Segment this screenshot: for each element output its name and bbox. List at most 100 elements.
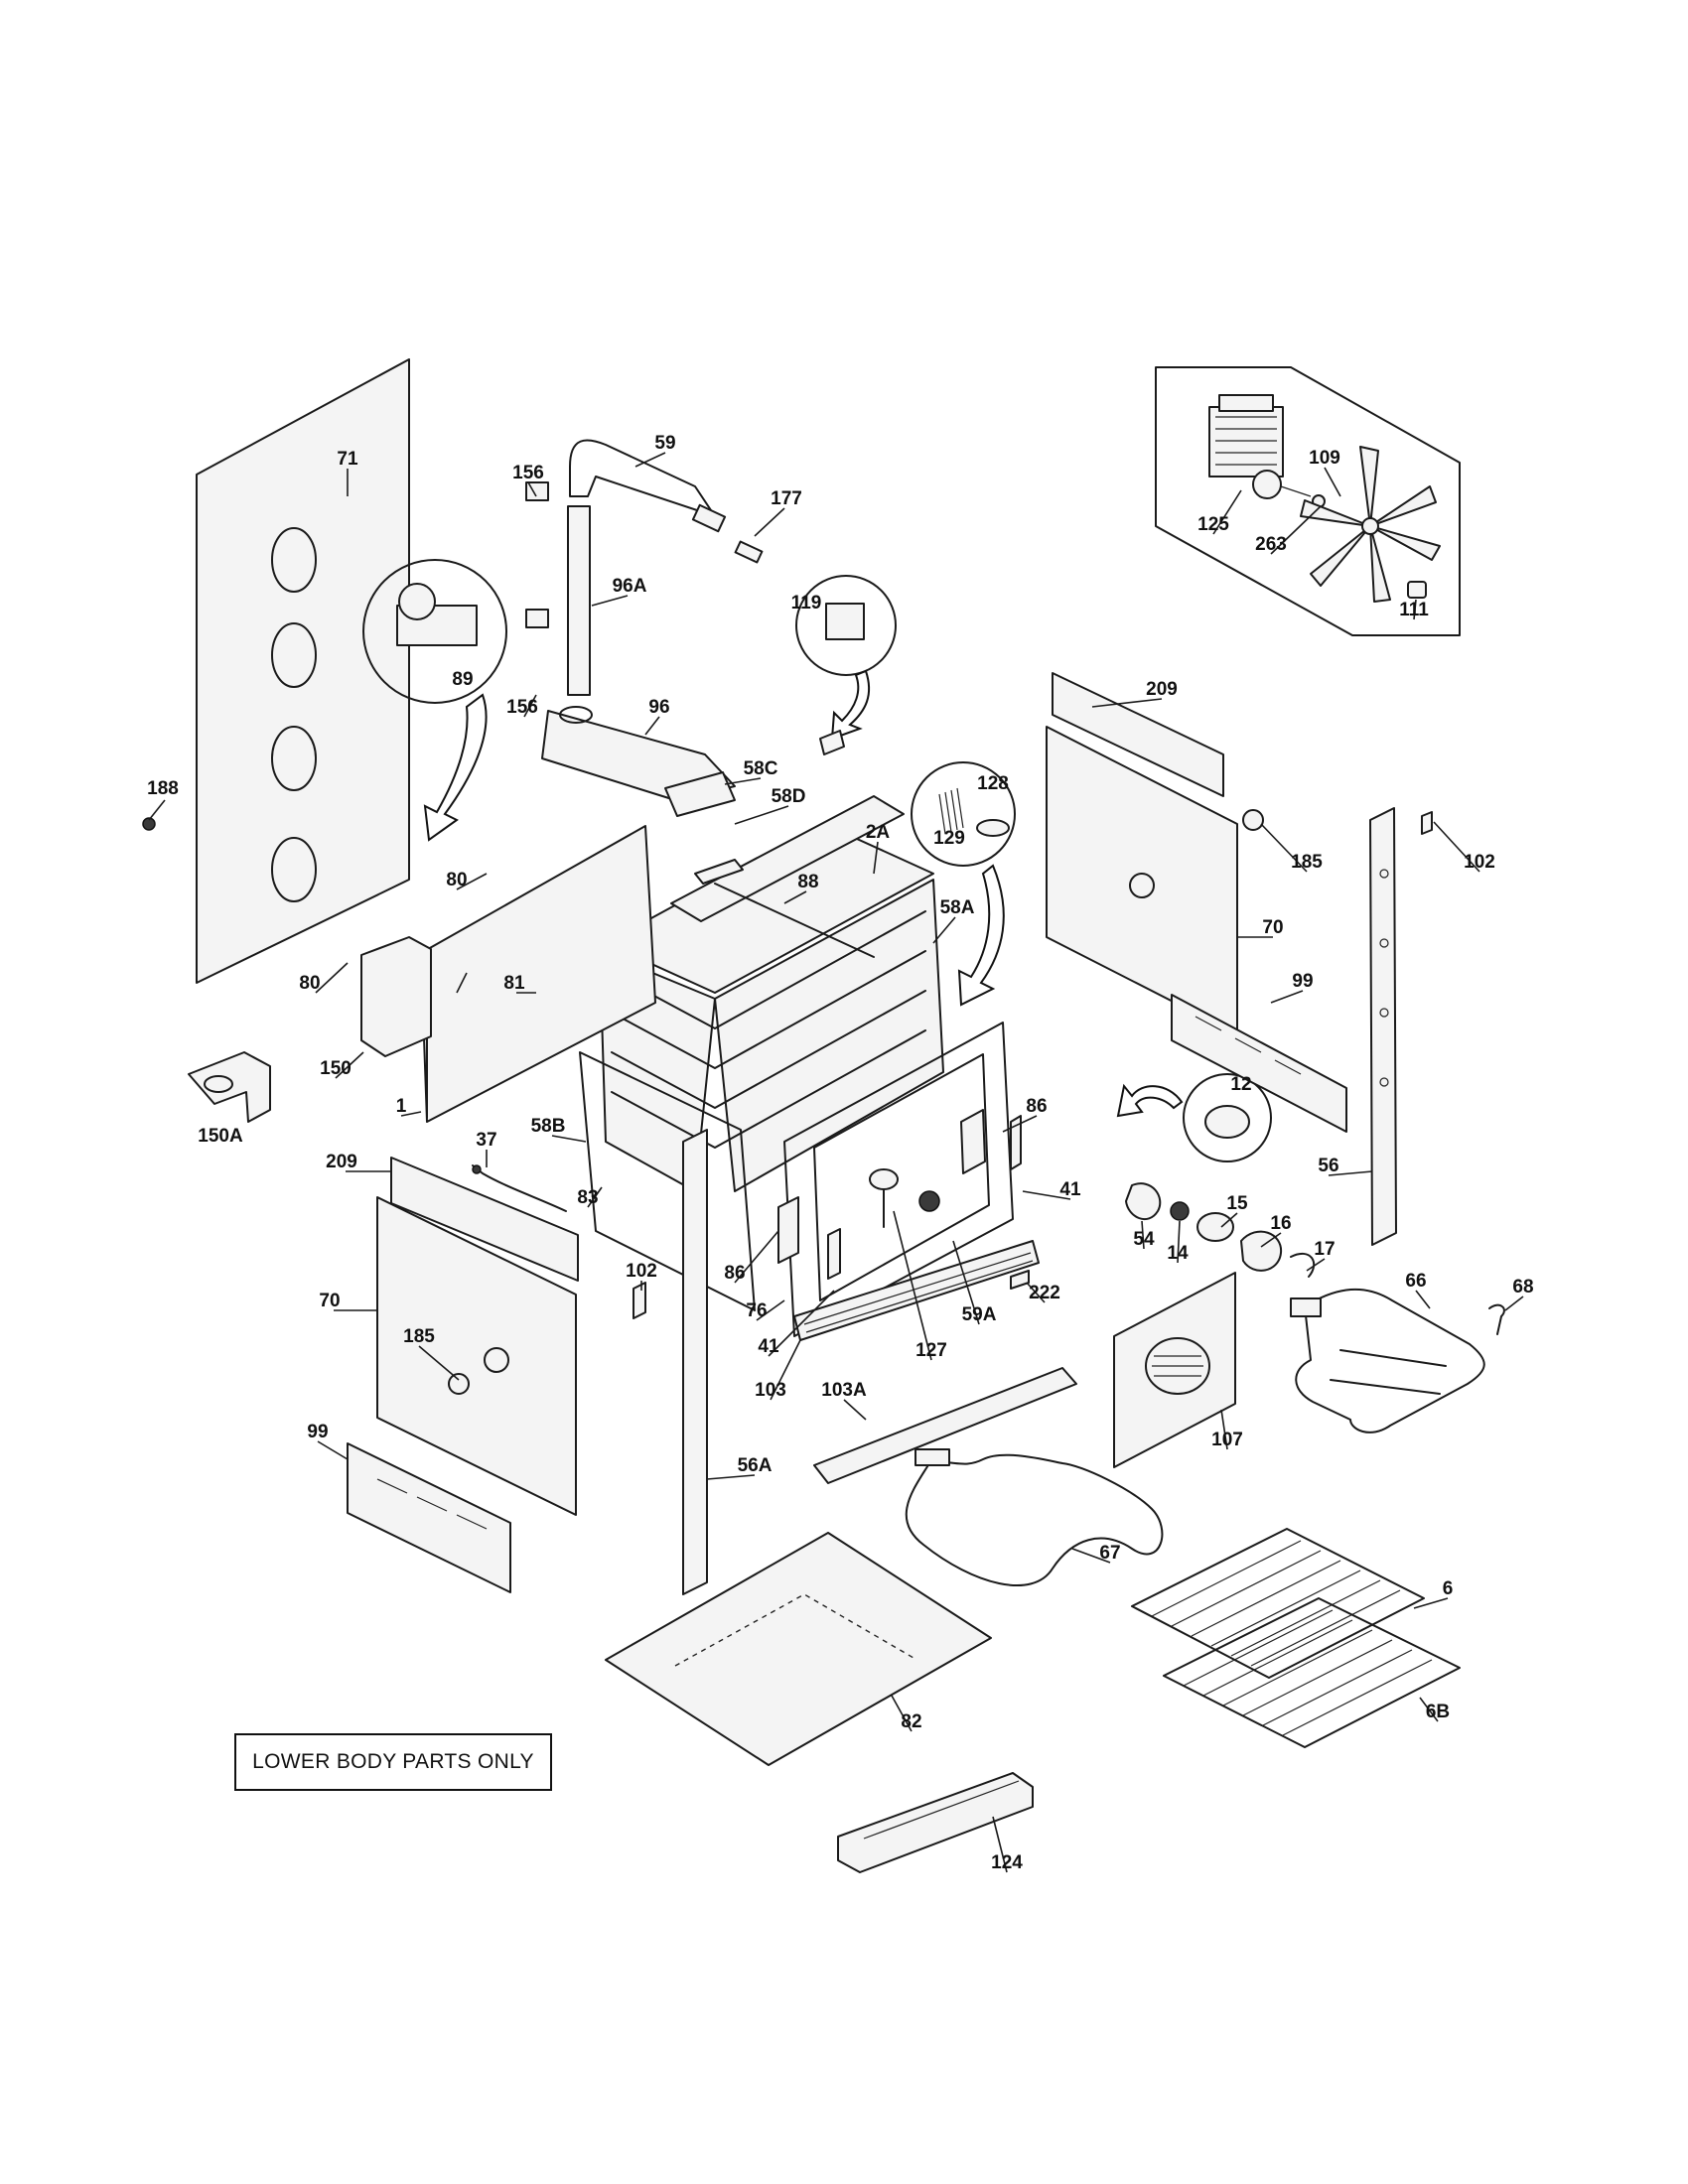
callout-58C: 58C: [744, 758, 778, 779]
callout-150: 150: [320, 1058, 352, 1079]
leader-line: [1091, 698, 1163, 708]
detail-circle-119: [795, 575, 897, 755]
leader-line: [315, 962, 349, 994]
callout-leaders: [148, 452, 1524, 1873]
leader-line: [551, 1135, 587, 1143]
callout-128: 128: [977, 773, 1009, 794]
leader-line: [400, 1111, 422, 1117]
callout-102: 102: [626, 1261, 657, 1282]
leader-line: [591, 595, 629, 607]
callout-58B: 58B: [531, 1116, 566, 1137]
leader-line: [523, 694, 537, 718]
callout-88: 88: [797, 872, 818, 892]
callout-15: 15: [1226, 1193, 1248, 1214]
callout-99: 99: [1292, 971, 1313, 992]
leader-line: [1177, 1220, 1181, 1264]
callout-156: 156: [506, 697, 538, 718]
callout-129: 129: [933, 828, 965, 849]
leader-line: [1413, 1597, 1449, 1609]
callout-56: 56: [1318, 1156, 1338, 1176]
callout-86: 86: [724, 1263, 745, 1284]
leader-line: [1415, 1290, 1431, 1309]
leader-line: [587, 1186, 603, 1208]
lower-body-parts-note: LOWER BODY PARTS ONLY: [234, 1733, 552, 1791]
callout-37: 37: [476, 1130, 496, 1151]
vent-duct-assembly: [525, 439, 764, 801]
callout-83: 83: [577, 1187, 598, 1208]
callout-150A: 150A: [198, 1126, 243, 1147]
leader-line: [1071, 1548, 1111, 1564]
callout-124: 124: [991, 1852, 1023, 1873]
callout-70: 70: [1262, 917, 1283, 938]
leader-line: [317, 1440, 349, 1460]
sensor-37: [472, 1164, 567, 1212]
detail-circle-12: [1116, 1073, 1272, 1162]
callout-185: 185: [1291, 852, 1323, 873]
leader-line: [1324, 467, 1341, 497]
callout-96: 96: [648, 697, 669, 718]
callout-185: 185: [403, 1326, 435, 1347]
rear-duct: [793, 1240, 1077, 1484]
callout-80: 80: [299, 973, 320, 994]
bake-element-67: [905, 1448, 1164, 1586]
callout-102: 102: [1464, 852, 1495, 873]
oven-racks: [1131, 1528, 1461, 1748]
leader-line: [148, 799, 166, 821]
callout-99: 99: [307, 1422, 328, 1442]
transformer-150: [188, 936, 432, 1123]
callout-2A: 2A: [866, 822, 891, 843]
bottom-tray: [605, 1532, 1034, 1873]
callout-96A: 96A: [613, 576, 647, 597]
callout-81: 81: [503, 973, 525, 994]
leader-line: [644, 716, 660, 736]
callout-58A: 58A: [940, 897, 975, 918]
callout-6: 6: [1443, 1578, 1454, 1599]
leader-line: [783, 890, 807, 904]
callout-156: 156: [512, 463, 544, 483]
callout-209: 209: [326, 1152, 357, 1172]
leader-line: [1504, 1296, 1524, 1311]
post-56: [633, 807, 1433, 1319]
leader-line: [724, 777, 762, 785]
broil-element-66: [1290, 1288, 1505, 1433]
callout-80: 80: [446, 870, 467, 890]
convection-fan-inset: [1155, 366, 1461, 636]
leader-line: [1220, 1212, 1238, 1228]
callout-109: 109: [1309, 448, 1340, 469]
leader-line: [1433, 821, 1480, 873]
callout-222: 222: [1029, 1283, 1060, 1303]
callout-68: 68: [1512, 1277, 1533, 1297]
convection-shroud-107: [1113, 1272, 1236, 1468]
callout-263: 263: [1255, 534, 1287, 555]
callout-41: 41: [758, 1336, 779, 1357]
callout-89: 89: [452, 669, 473, 690]
leader-line: [456, 972, 468, 994]
callout-86: 86: [1026, 1096, 1047, 1117]
leader-line: [754, 507, 785, 537]
callout-59: 59: [654, 433, 675, 454]
callout-119: 119: [791, 593, 822, 614]
right-side-panel: [1046, 672, 1347, 1133]
callout-82: 82: [901, 1711, 921, 1732]
leader-line: [527, 481, 537, 497]
leader-line: [734, 1230, 779, 1284]
leader-line: [1022, 1190, 1071, 1200]
callout-67: 67: [1099, 1543, 1120, 1564]
left-side-panel: [347, 1157, 579, 1593]
leader-line: [418, 1345, 460, 1381]
leader-line: [932, 916, 956, 944]
callout-54: 54: [1133, 1229, 1155, 1250]
callout-58D: 58D: [772, 786, 806, 807]
detail-circle-89: [362, 559, 507, 842]
callout-16: 16: [1270, 1213, 1291, 1234]
leader-line: [992, 1816, 1008, 1873]
leader-line: [952, 1240, 980, 1325]
leader-line: [873, 841, 879, 875]
leader-line: [891, 1695, 913, 1732]
misc-small-parts: [664, 771, 1030, 1290]
detail-circle-128-129: [911, 761, 1016, 1007]
leader-line: [1328, 1170, 1373, 1176]
callout-107: 107: [1211, 1430, 1243, 1450]
leader-line: [756, 1299, 785, 1321]
